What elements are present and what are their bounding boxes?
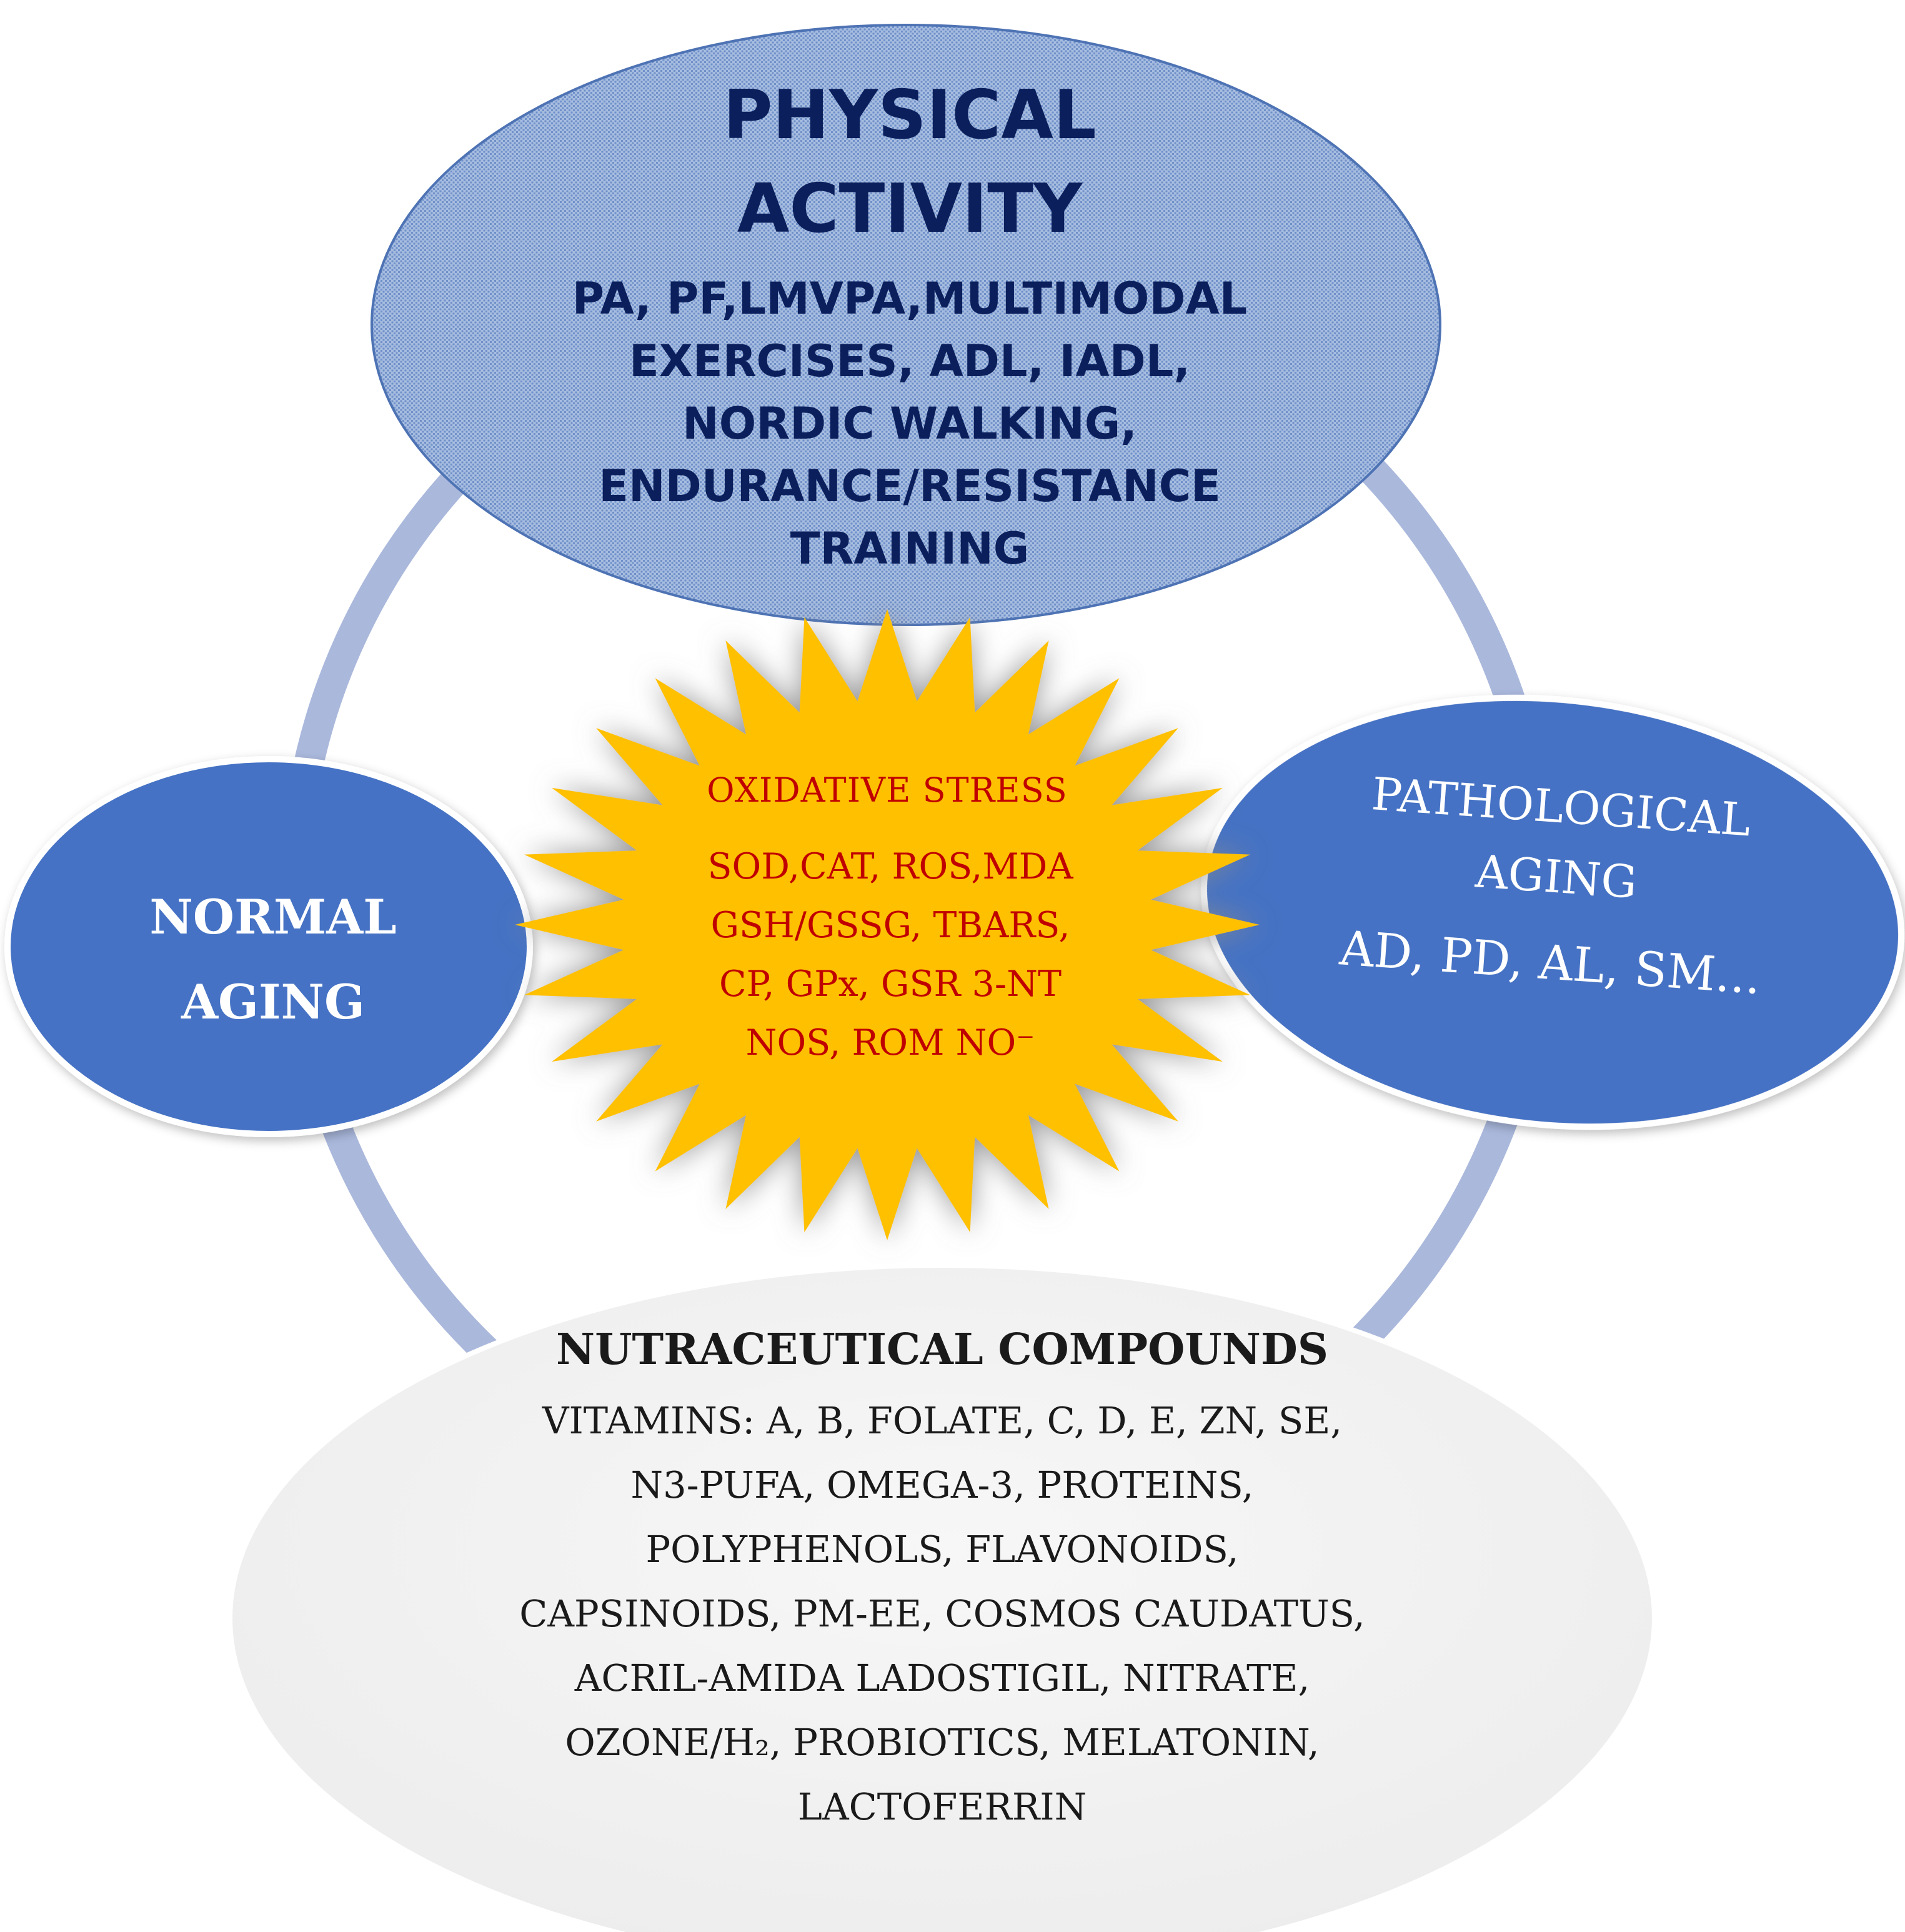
pathological-aging-label: PATHOLOGICAL AGING AD, PD, AL, SM...: [1338, 757, 1774, 1012]
nutraceutical-item-line: POLYPHENOLS, FLAVONOIDS,: [645, 1528, 1239, 1571]
physical-activity-item-line: NORDIC WALKING,: [682, 398, 1137, 449]
normal-aging-line: NORMAL: [149, 889, 397, 945]
nutraceutical-item-line: LACTOFERRIN: [797, 1785, 1087, 1828]
oxidative-stress-item-line: GSH/GSSG, TBARS,: [710, 905, 1070, 946]
oxidative-stress-item-line: NOS, ROM NO⁻: [745, 1022, 1035, 1063]
normal-aging-label: NORMAL AGING: [149, 875, 396, 1045]
physical-activity-ellipse: [371, 24, 1441, 626]
physical-activity-title-line: ACTIVITY: [737, 170, 1083, 248]
nutraceutical-item-line: N3-PUFA, OMEGA-3, PROTEINS,: [630, 1463, 1254, 1506]
physical-activity-item-line: EXERCISES, ADL, IADL,: [629, 336, 1190, 387]
nutraceutical-title: NUTRACEUTICAL COMPOUNDS: [556, 1325, 1328, 1375]
physical-activity-item-line: PA, PF,LMVPA,MULTIMODAL: [572, 273, 1248, 324]
nutraceutical-items: VITAMINS: A, B, FOLATE, C, D, E, ZN, SE,…: [519, 1388, 1365, 1839]
nutraceutical-item-line: VITAMINS: A, B, FOLATE, C, D, E, ZN, SE,: [542, 1399, 1343, 1442]
physical-activity-title: PHYSICAL ACTIVITY: [723, 69, 1096, 256]
normal-aging-ellipse: [4, 756, 533, 1137]
oxidative-stress-item-line: SOD,CAT, ROS,MDA: [707, 846, 1073, 887]
physical-activity-item-line: TRAINING: [790, 523, 1030, 574]
normal-aging-line: AGING: [181, 974, 365, 1030]
oxidative-stress-item-line: CP, GPx, GSR 3-NT: [719, 964, 1062, 1005]
physical-activity-title-line: PHYSICAL: [723, 76, 1097, 154]
nutraceutical-item-line: CAPSINOIDS, PM-EE, COSMOS CAUDATUS,: [519, 1592, 1365, 1635]
nutraceutical-item-line: OZONE/H₂, PROBIOTICS, MELATONIN,: [565, 1721, 1320, 1764]
nutraceutical-item-line: ACRIL-AMIDA LADOSTIGIL, NITRATE,: [574, 1656, 1310, 1700]
oxidative-stress-starburst: [515, 609, 1260, 1240]
pathological-aging-ellipse: [1200, 694, 1905, 1130]
physical-activity-items: PA, PF,LMVPA,MULTIMODAL EXERCISES, ADL, …: [572, 267, 1248, 580]
physical-activity-item-line: ENDURANCE/RESISTANCE: [599, 461, 1221, 512]
nutraceutical-ellipse: [227, 1263, 1657, 1932]
oxidative-stress-items: SOD,CAT, ROS,MDA GSH/GSSG, TBARS, CP, GP…: [707, 837, 1073, 1072]
oxidative-stress-title: OXIDATIVE STRESS: [707, 770, 1068, 810]
